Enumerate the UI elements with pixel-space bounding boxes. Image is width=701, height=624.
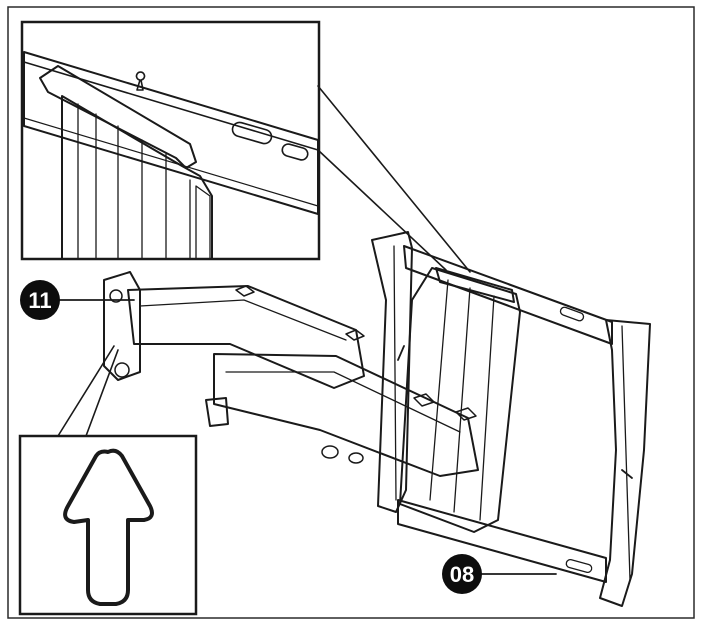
callout-label-11: 11: [28, 288, 51, 313]
tv-bracket-frame: [371, 231, 651, 607]
callout-label-08: 08: [450, 562, 474, 587]
callout-part-08: 08: [442, 554, 557, 594]
arrow-leader-lines: [57, 345, 119, 437]
slide-bracket: [399, 267, 521, 533]
callout-part-11: 11: [20, 280, 135, 320]
detail-inset-arrow: [18, 434, 198, 616]
articulating-arm: [103, 271, 479, 477]
detail-leader-lines: [317, 85, 471, 273]
arrow-up-icon: [63, 448, 154, 606]
detail-inset-rail: [20, 20, 321, 261]
